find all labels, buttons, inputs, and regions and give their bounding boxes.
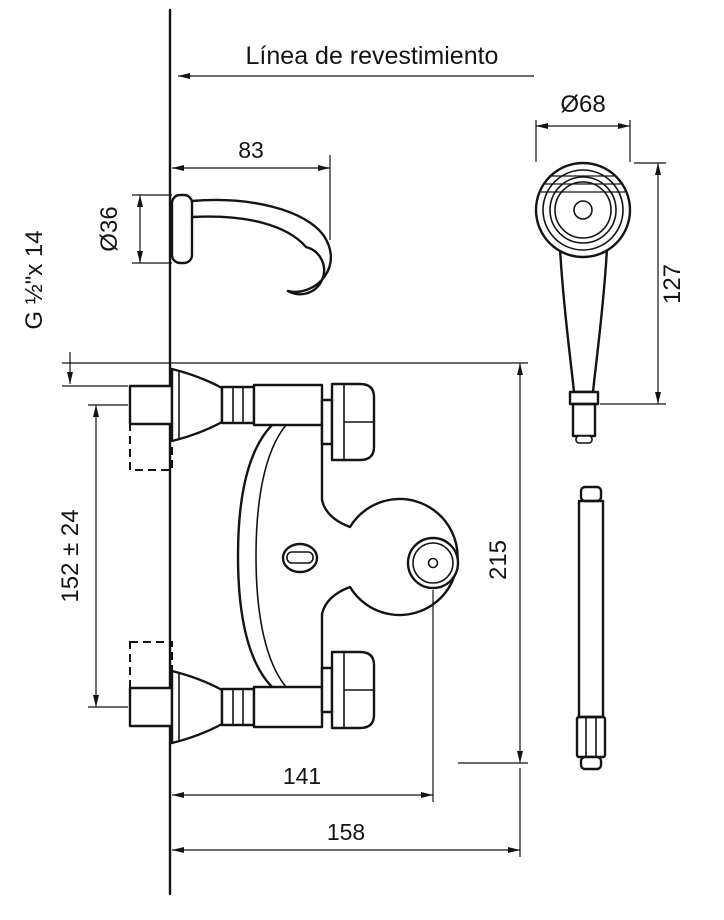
shower-bracket bbox=[170, 193, 333, 296]
dim-overall-width: 158 bbox=[172, 768, 521, 857]
dim-overall-width-label: 158 bbox=[327, 819, 365, 845]
thread-label: G ½"x 14 bbox=[21, 230, 48, 329]
inlet-adjust-range-bottom bbox=[129, 641, 173, 689]
hex-nut-bottom bbox=[220, 687, 256, 727]
dim-head-length-label: 127 bbox=[659, 264, 686, 304]
dim-body-height: 215 bbox=[62, 362, 528, 764]
dim-head-diameter: Ø68 bbox=[535, 91, 631, 162]
hand-shower-handle bbox=[558, 246, 609, 394]
hose-body bbox=[577, 499, 605, 719]
hose-bottom-nut bbox=[575, 715, 607, 759]
dim-bracket-depth: 83 bbox=[172, 137, 331, 240]
shower-head-spray-face bbox=[554, 181, 612, 239]
covering-line-label: Línea de revestimiento bbox=[246, 42, 499, 70]
dim-head-length: 127 bbox=[600, 162, 686, 405]
hose-outlet bbox=[406, 536, 460, 590]
dim-body-height-label: 215 bbox=[485, 540, 512, 580]
dim-outlet-offset: 141 bbox=[172, 590, 434, 802]
shower-head-ring bbox=[542, 169, 624, 251]
inlet-nipple-top bbox=[128, 384, 174, 426]
dim-flange-diameter-label: Ø36 bbox=[96, 206, 123, 251]
handle-top[interactable] bbox=[320, 382, 376, 462]
bracket-wall-plate bbox=[170, 193, 194, 265]
dim-head-diameter-label: Ø68 bbox=[560, 91, 605, 118]
hose-top-fitting bbox=[579, 485, 603, 503]
covering-line-callout: Línea de revestimiento bbox=[178, 42, 534, 79]
diverter-knob[interactable] bbox=[281, 542, 319, 574]
shower-hose bbox=[575, 485, 607, 771]
hand-shower-connector bbox=[571, 402, 597, 438]
dim-bracket-depth-label: 83 bbox=[238, 137, 264, 163]
dim-flange-diameter: Ø36 bbox=[96, 194, 172, 264]
hose-bottom-tip bbox=[579, 755, 603, 771]
inlet-adjust-range-top bbox=[129, 423, 173, 471]
shower-head-center-cap bbox=[573, 200, 593, 220]
dim-inlet-spacing: 152 ± 24 bbox=[57, 404, 128, 708]
faucet-body bbox=[128, 367, 460, 745]
valve-cylinder-top bbox=[252, 383, 324, 427]
hand-shower bbox=[534, 161, 632, 444]
dim-inlet-spacing-label: 152 ± 24 bbox=[57, 509, 84, 602]
dim-outlet-offset-label: 141 bbox=[283, 763, 321, 789]
handle-bottom[interactable] bbox=[320, 650, 376, 730]
hex-nut-top bbox=[220, 385, 256, 425]
dim-thread-callout: G ½"x 14 bbox=[21, 230, 128, 387]
body-left-contour bbox=[236, 423, 274, 689]
valve-cylinder-bottom bbox=[252, 685, 324, 729]
inlet-nipple-bottom bbox=[128, 686, 174, 728]
